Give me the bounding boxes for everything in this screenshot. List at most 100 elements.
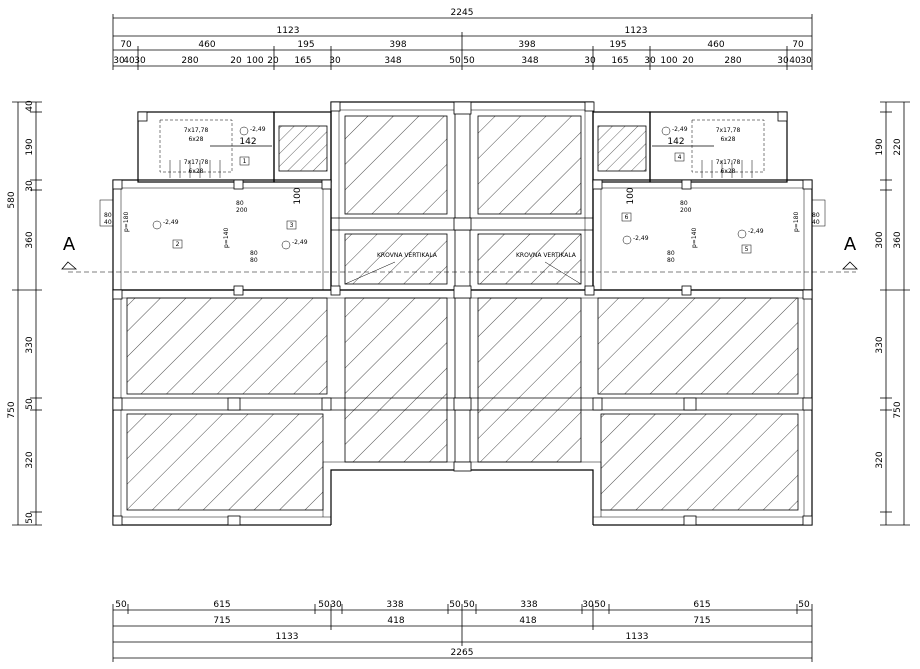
svg-text:165: 165 bbox=[294, 56, 311, 66]
dim-bottom-row1: 50 615 50 30 338 50 50 338 30 50 615 50 bbox=[115, 600, 810, 610]
dim-half-right: 1123 bbox=[625, 26, 648, 36]
dim-top-r2: 70 bbox=[120, 40, 132, 50]
svg-text:280: 280 bbox=[181, 56, 198, 66]
svg-text:30: 30 bbox=[113, 56, 125, 66]
svg-text:348: 348 bbox=[384, 56, 401, 66]
svg-text:-2,49: -2,49 bbox=[633, 235, 649, 242]
section-label-left: A bbox=[63, 234, 76, 255]
svg-text:750: 750 bbox=[7, 401, 17, 418]
svg-text:50: 50 bbox=[25, 512, 35, 524]
svg-text:-2,49: -2,49 bbox=[163, 219, 179, 226]
dim-bottom-r3: 1133 bbox=[276, 632, 299, 642]
svg-text:30: 30 bbox=[25, 180, 35, 192]
svg-text:142: 142 bbox=[667, 137, 684, 147]
svg-text:80: 80 bbox=[667, 257, 675, 264]
side-windows bbox=[99, 199, 826, 227]
svg-text:348: 348 bbox=[521, 56, 538, 66]
svg-text:30: 30 bbox=[800, 56, 812, 66]
svg-text:-2,49: -2,49 bbox=[672, 126, 688, 133]
svg-text:80: 80 bbox=[667, 250, 675, 257]
svg-text:80: 80 bbox=[104, 212, 112, 219]
svg-text:50: 50 bbox=[798, 600, 810, 610]
svg-text:6x28: 6x28 bbox=[188, 168, 203, 175]
svg-text:100: 100 bbox=[660, 56, 677, 66]
svg-text:30: 30 bbox=[582, 600, 594, 610]
svg-text:330: 330 bbox=[25, 336, 35, 353]
svg-text:-2,49: -2,49 bbox=[250, 126, 266, 133]
svg-text:30: 30 bbox=[584, 56, 596, 66]
svg-text:7x17,78: 7x17,78 bbox=[716, 159, 741, 166]
svg-text:615: 615 bbox=[693, 600, 710, 610]
svg-text:100: 100 bbox=[626, 187, 636, 204]
svg-text:580: 580 bbox=[7, 191, 17, 208]
svg-text:615: 615 bbox=[213, 600, 230, 610]
svg-text:20: 20 bbox=[267, 56, 279, 66]
svg-text:40: 40 bbox=[25, 100, 35, 112]
side-dims-left: 580 750 40 190 30 360 330 50 320 50 bbox=[7, 100, 35, 524]
dim-bottom-r2: 715 bbox=[213, 616, 230, 626]
dim-overall-top: 2245 bbox=[451, 8, 474, 18]
svg-text:220: 220 bbox=[893, 138, 903, 155]
dim-top-r2: 398 bbox=[389, 40, 406, 50]
svg-text:40: 40 bbox=[123, 56, 135, 66]
top-dimension-lines bbox=[112, 14, 813, 70]
structural-columns bbox=[112, 101, 813, 526]
svg-text:338: 338 bbox=[386, 600, 403, 610]
svg-text:280: 280 bbox=[724, 56, 741, 66]
svg-text:2: 2 bbox=[176, 241, 180, 248]
dim-top-r2: 398 bbox=[518, 40, 535, 50]
svg-text:40: 40 bbox=[812, 219, 820, 226]
svg-text:1: 1 bbox=[243, 158, 247, 165]
section-label-right: A bbox=[844, 234, 857, 255]
dim-bottom-r2: 418 bbox=[519, 616, 536, 626]
svg-text:7x17,78: 7x17,78 bbox=[184, 127, 209, 134]
svg-text:165: 165 bbox=[611, 56, 628, 66]
svg-text:30: 30 bbox=[330, 600, 342, 610]
svg-text:-2,49: -2,49 bbox=[292, 239, 308, 246]
level-markers: -2,49 -2,49 -2,49 -2,49 -2,49 -2,49 bbox=[152, 126, 764, 250]
dim-bottom-r2: 418 bbox=[387, 616, 404, 626]
svg-text:3: 3 bbox=[290, 222, 294, 229]
svg-text:6x28: 6x28 bbox=[720, 168, 735, 175]
svg-text:4: 4 bbox=[678, 154, 682, 161]
stairs-left: 7x17,78 6x28 7x17,78 6x28 bbox=[159, 119, 233, 178]
svg-text:p=140: p=140 bbox=[691, 228, 698, 248]
side-dimension-lines bbox=[12, 101, 910, 526]
dim-bottom-r3: 1133 bbox=[626, 632, 649, 642]
svg-text:80: 80 bbox=[680, 200, 688, 207]
svg-text:320: 320 bbox=[25, 451, 35, 468]
svg-text:-2,49: -2,49 bbox=[748, 228, 764, 235]
small-dimensions: 142 100 142 100 80 200 80 200 80 80 p=14… bbox=[104, 137, 820, 264]
svg-text:20: 20 bbox=[230, 56, 242, 66]
dim-top-r2: 195 bbox=[297, 40, 314, 50]
svg-text:20: 20 bbox=[682, 56, 694, 66]
svg-text:100: 100 bbox=[246, 56, 263, 66]
roof-vertical-labels: KROVNA VERTIKALA KROVNA VERTIKALA bbox=[344, 252, 582, 285]
dim-top-r2: 70 bbox=[792, 40, 804, 50]
dim-half-left: 1123 bbox=[277, 26, 300, 36]
section-line bbox=[61, 261, 858, 273]
svg-text:p=180: p=180 bbox=[793, 212, 800, 232]
svg-text:6x28: 6x28 bbox=[720, 136, 735, 143]
bottom-dimension-lines bbox=[112, 604, 813, 662]
svg-text:80: 80 bbox=[236, 200, 244, 207]
svg-text:142: 142 bbox=[239, 137, 256, 147]
svg-text:30: 30 bbox=[777, 56, 789, 66]
svg-text:6x28: 6x28 bbox=[188, 136, 203, 143]
svg-text:50: 50 bbox=[25, 398, 35, 410]
svg-text:30: 30 bbox=[134, 56, 146, 66]
svg-text:80: 80 bbox=[250, 257, 258, 264]
svg-text:50: 50 bbox=[463, 600, 475, 610]
svg-text:40: 40 bbox=[789, 56, 801, 66]
svg-text:50: 50 bbox=[115, 600, 127, 610]
stairs-right: 7x17,78 6x28 7x17,78 6x28 bbox=[691, 119, 765, 178]
svg-text:KROVNA VERTIKALA: KROVNA VERTIKALA bbox=[516, 252, 577, 259]
svg-text:200: 200 bbox=[236, 207, 248, 214]
svg-text:p=140: p=140 bbox=[223, 228, 230, 248]
svg-text:7x17,78: 7x17,78 bbox=[184, 159, 209, 166]
dim-top-row3: 30 40 30 280 20 100 20 165 30 348 50 50 … bbox=[113, 56, 812, 66]
svg-text:7x17,78: 7x17,78 bbox=[716, 127, 741, 134]
svg-text:30: 30 bbox=[644, 56, 656, 66]
svg-text:80: 80 bbox=[812, 212, 820, 219]
